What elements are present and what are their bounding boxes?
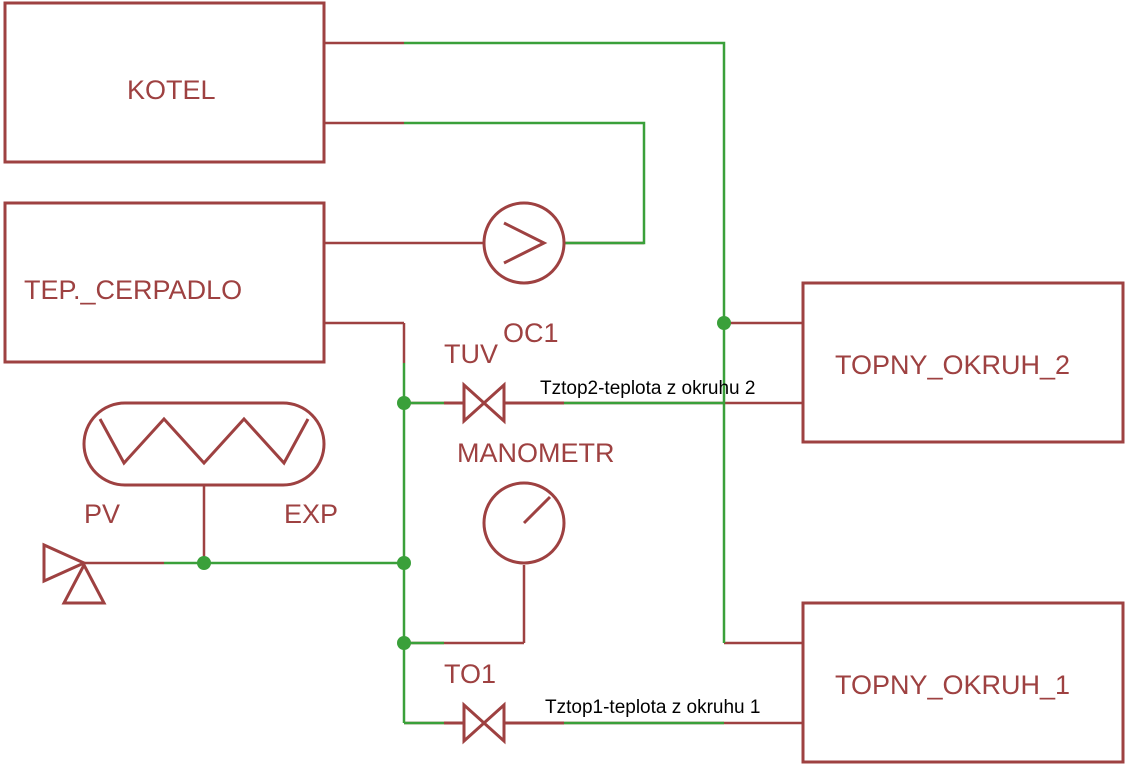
junction-dot [397,636,411,650]
valve-to1-symbol[interactable] [444,701,564,745]
sensor-circuit-2-annotation: Tztop2-teplota z okruhu 2 [540,378,755,399]
manometr-label: MANOMETR [457,438,615,468]
junction-dot [717,316,731,330]
valve-tuv-symbol[interactable] [444,381,564,425]
manometer-symbol[interactable] [482,481,566,565]
safety-valve-pv-symbol[interactable] [42,542,107,605]
to1-label: TO1 [444,659,496,689]
tuv-label: TUV [444,339,498,369]
pv-label: PV [84,499,120,529]
oc1-label: OC1 [503,318,559,348]
junction-dot [397,556,411,570]
junction-dot [397,396,411,410]
exp-label: EXP [284,499,338,529]
topny-okruh-1-box[interactable] [801,601,1125,764]
topny-okruh-1-label: TOPNY_OKRUH_1 [835,670,1070,700]
topny-okruh-2-label: TOPNY_OKRUH_2 [835,350,1070,380]
tep-cerpadlo-label: TEP._CERPADLO [24,275,242,305]
expansion-tank-symbol[interactable] [82,401,326,487]
junctions [197,316,731,650]
kotel-box[interactable] [3,1,326,164]
junction-dot [197,556,211,570]
pump-oc1-symbol[interactable] [482,201,566,285]
topny-okruh-2-box[interactable] [801,281,1125,444]
sensor-circuit-1-annotation: Tztop1-teplota z okruhu 1 [545,697,760,718]
tep-cerpadlo-box[interactable] [3,201,326,364]
kotel-label: KOTEL [127,75,216,105]
